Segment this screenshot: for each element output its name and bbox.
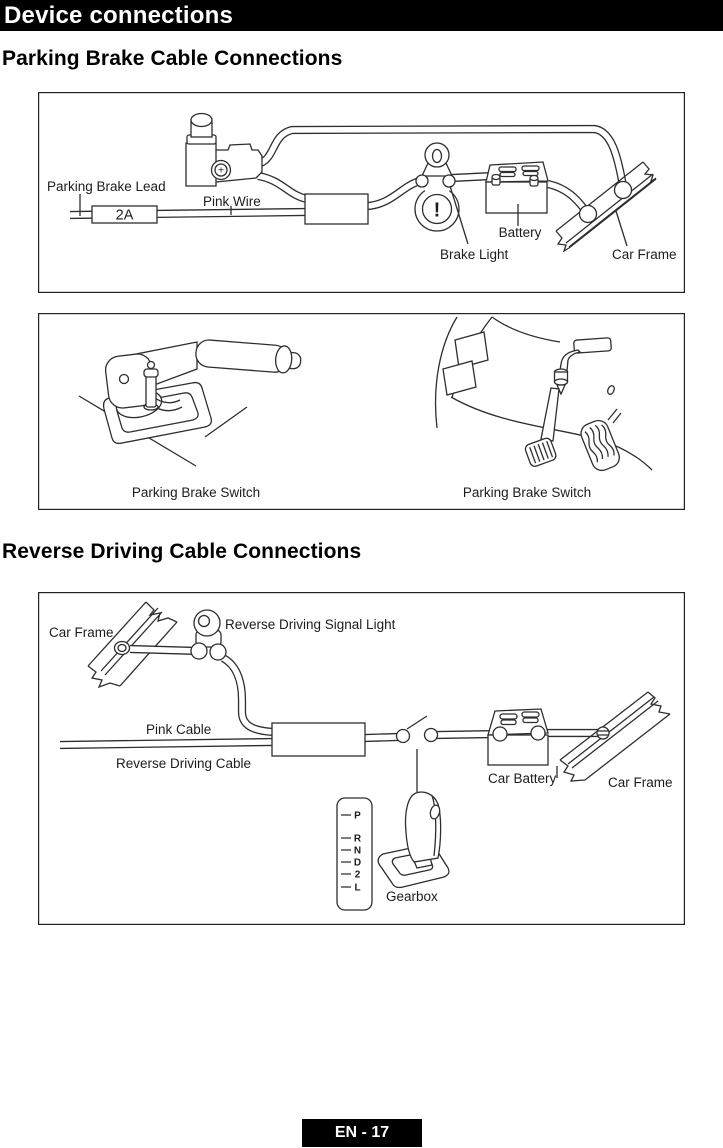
accelerator-pedal-drawing <box>580 419 620 472</box>
gear-position-d: D <box>354 858 361 869</box>
warning-lamp-icon <box>421 193 453 225</box>
connector-box-drawing <box>304 193 369 225</box>
brake-light-label: Brake Light <box>440 247 509 262</box>
parking-brake-wiring-diagram: + 2A ! Parking Brake Lead Pink Wire Brak… <box>38 92 685 293</box>
section-heading-reverse-driving: Reverse Driving Cable Connections <box>2 540 362 563</box>
gear-position-l: L <box>354 883 360 894</box>
pedal-arm-drawing <box>540 387 560 442</box>
car-battery-drawing <box>487 708 558 778</box>
car-battery-label: Car Battery <box>488 771 557 786</box>
frame-bolt-icon <box>578 204 598 224</box>
lever-grip-drawing <box>195 339 302 374</box>
frame-bolt-icon <box>613 180 633 200</box>
dash-panel-drawing <box>442 360 477 396</box>
pink-cable-label: Pink Cable <box>146 722 211 737</box>
car-frame-right-drawing <box>559 691 671 782</box>
reverse-signal-light-drawing <box>190 609 227 661</box>
parking-brake-wiring-figure: + 2A ! Parking Brake Lead Pink Wire Brak… <box>38 92 685 293</box>
handbrake-lever-drawing: Parking Brake Switch <box>78 339 302 500</box>
battery-terminal-icon <box>530 725 546 741</box>
page-title: Device connections <box>4 2 234 29</box>
brake-light-leader-line <box>449 185 469 245</box>
connector-box-drawing <box>271 722 366 757</box>
inline-switch-drawing <box>395 715 439 792</box>
parking-brake-switch-locations-drawing: Parking Brake Switch Parking Br <box>38 313 685 510</box>
warning-symbol: ! <box>434 200 441 222</box>
page-title-bar: Device connections <box>0 0 723 31</box>
gearbox-label: Gearbox <box>386 889 438 904</box>
car-frame-leader-line <box>615 210 628 247</box>
battery-label: Battery <box>499 225 542 240</box>
page-number: EN - 17 <box>334 1124 390 1141</box>
pink-wire-label: Pink Wire <box>203 194 261 209</box>
parking-brake-switch-locations-figure: Parking Brake Switch Parking Br <box>38 313 685 510</box>
gear-position-n: N <box>354 846 361 857</box>
gearbox-drawing: P R N D 2 L <box>336 791 450 911</box>
brake-light-drawing: ! <box>414 142 469 245</box>
brake-pedal-pad-drawing <box>524 437 557 467</box>
warning-lamp-outer-ring <box>414 186 460 232</box>
frame-bolt-icon <box>596 726 610 740</box>
gear-position-2: 2 <box>355 870 361 881</box>
dash-panel-drawing <box>454 331 489 369</box>
gear-position-r: R <box>354 834 362 845</box>
car-frame-left-label: Car Frame <box>49 625 114 640</box>
plus-terminal-symbol: + <box>218 166 224 177</box>
reverse-driving-cable-label: Reverse Driving Cable <box>116 756 251 771</box>
gear-position-p: P <box>354 811 361 822</box>
battery-drawing <box>485 161 549 226</box>
frame-bolt-icon <box>113 640 131 656</box>
gear-indicator-panel <box>336 797 373 911</box>
release-handle-drawing <box>553 337 612 396</box>
fuse-rating-label: 2A <box>116 208 134 224</box>
page-number-box: EN - 17 <box>302 1119 422 1147</box>
parking-brake-switch-label-right: Parking Brake Switch <box>463 485 591 500</box>
fuse-box-drawing <box>91 205 158 224</box>
reverse-driving-wiring-diagram: P R N D 2 L Car Frame Reverse Driving Si… <box>38 592 685 925</box>
parking-brake-switch-unit-drawing: + <box>185 112 263 187</box>
car-frame-drawing <box>555 161 657 253</box>
pedal-parking-brake-drawing: Parking Brake Switch <box>434 316 653 500</box>
parking-brake-switch-label-left: Parking Brake Switch <box>132 485 260 500</box>
car-frame-label: Car Frame <box>612 247 677 262</box>
switch-plunger-drawing <box>145 372 157 408</box>
signal-light-label: Reverse Driving Signal Light <box>225 617 396 632</box>
car-frame-left-drawing <box>87 601 178 689</box>
reverse-driving-wiring-figure: P R N D 2 L Car Frame Reverse Driving Si… <box>38 592 685 925</box>
battery-terminal-icon <box>492 726 508 742</box>
parking-brake-lead-label: Parking Brake Lead <box>47 179 166 194</box>
car-frame-right-label: Car Frame <box>608 775 673 790</box>
section-heading-parking-brake: Parking Brake Cable Connections <box>2 47 343 70</box>
